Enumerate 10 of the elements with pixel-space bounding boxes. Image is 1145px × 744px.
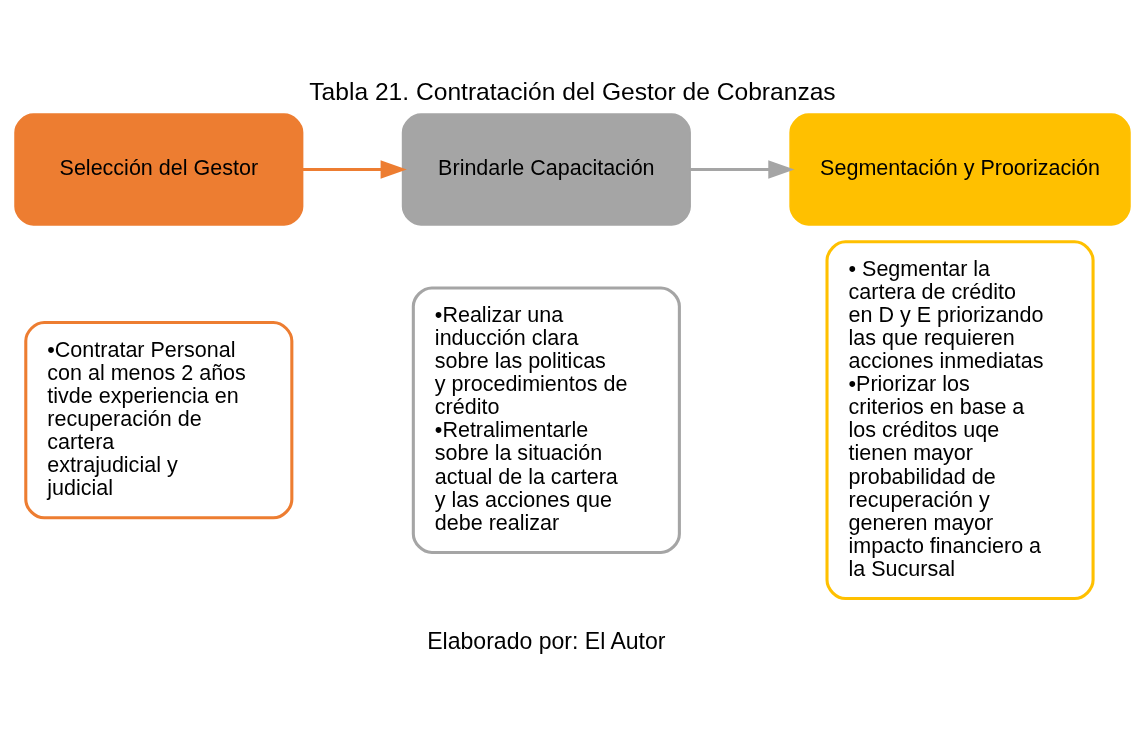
caption: Elaborado por: El Autor	[427, 627, 666, 654]
node-box: Segmentación y Proorización	[789, 112, 1131, 226]
node-box: Brindarle Capacitación	[401, 112, 691, 226]
arrow	[302, 159, 407, 179]
arrow	[690, 159, 795, 179]
diagram-title: Tabla 21. Contratación del Gestor de Cobranzas	[309, 77, 836, 105]
node-box: •Contratar Personal con al menos 2 años tivde experiencia en recuperación de cartera extrajudicial y judicial	[24, 320, 294, 519]
node-box: Selección del Gestor	[14, 112, 304, 226]
node-box: •Realizar una inducción clara sobre las politicas y procedimientos de crédito •Retralimentarle sobre la situación actual de la cartera y las acciones que debe realizar	[411, 285, 681, 554]
node-box: • Segmentar la cartera de crédito en D y E priorizando las que requieren acciones inmediatas •Priorizar los criterios en base a los créditos uqe tienen mayor probabilidad de recuperación y generen mayor impacto financiero a la Sucursal	[825, 239, 1095, 600]
